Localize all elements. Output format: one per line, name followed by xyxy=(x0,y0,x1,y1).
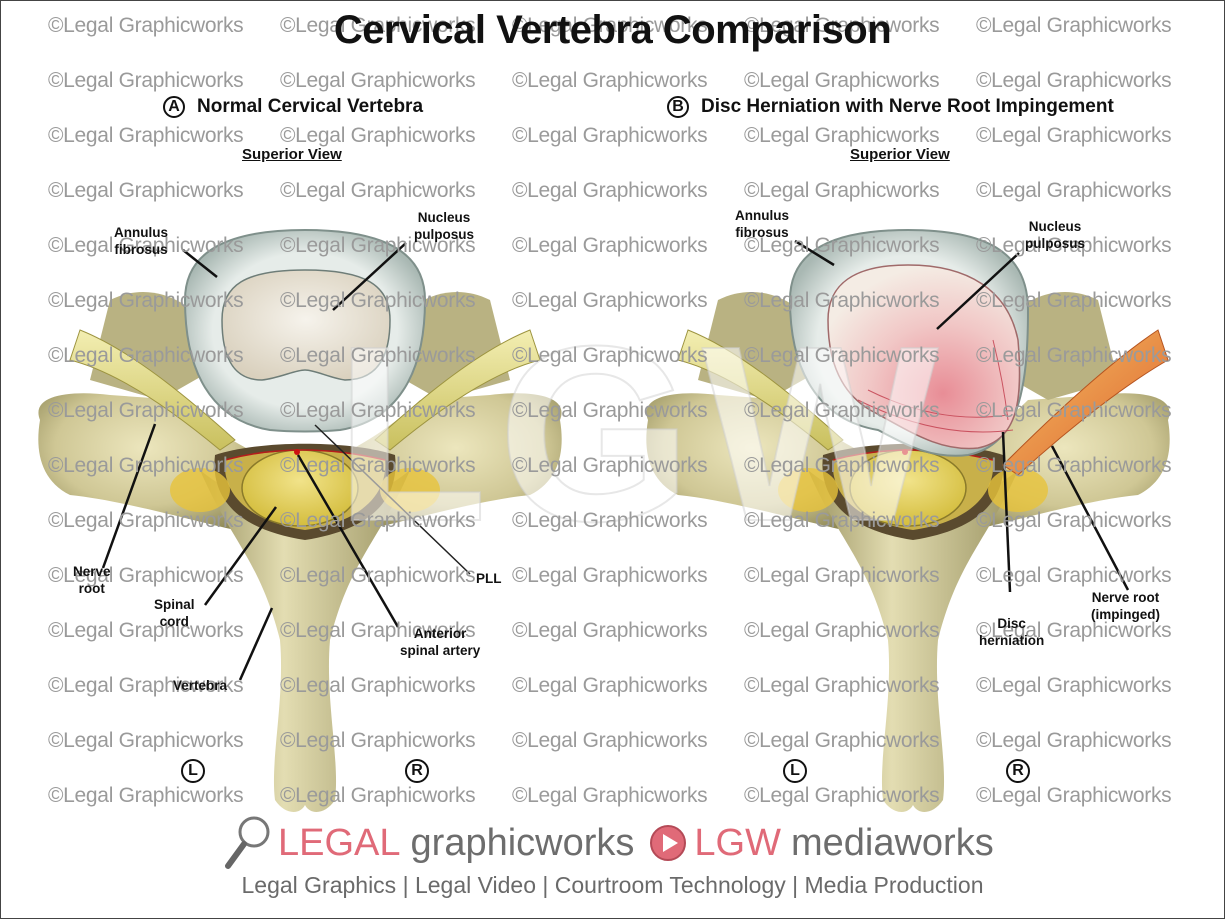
label-vertebra: Vertebra xyxy=(173,678,228,693)
label-annulus-fibrosus-b: Annulus fibrosus xyxy=(735,208,789,240)
panel-a-heading: A Normal Cervical Vertebra xyxy=(163,96,423,118)
brand-graphicworks: graphicworks xyxy=(410,821,635,864)
panel-a-heading-text: Normal Cervical Vertebra xyxy=(197,96,424,117)
leader-lines-a xyxy=(101,242,407,681)
panel-a-view-label: Superior View xyxy=(242,146,342,163)
brand-lgw: LGW xyxy=(694,821,781,864)
label-disc-herniation: Disc herniation xyxy=(979,616,1045,648)
footer-logo: LEGAL graphicworks LGW mediaworks xyxy=(222,814,994,872)
brand-mediaworks: mediaworks xyxy=(790,821,994,864)
lgw-watermark-overlay: LGW xyxy=(335,294,948,573)
left-side-marker-a: L xyxy=(181,759,205,783)
label-annulus-fibrosus-a: Annulus fibrosus xyxy=(114,225,168,257)
right-side-marker-b: R xyxy=(1006,759,1030,783)
brand-legal: LEGAL xyxy=(278,821,401,864)
panel-b-heading-text: Disc Herniation with Nerve Root Impingem… xyxy=(701,96,1114,117)
label-nucleus-pulposus-b: Nucleus pulposus xyxy=(1025,219,1085,251)
label-nucleus-pulposus-a: Nucleus pulposus xyxy=(414,210,474,242)
right-side-marker-a: R xyxy=(405,759,429,783)
magnifier-icon xyxy=(225,816,270,869)
panel-b-heading: B Disc Herniation with Nerve Root Imping… xyxy=(667,96,1114,118)
page-title: Cervical Vertebra Comparison xyxy=(333,8,892,52)
label-nerve-root-a: Nerve root xyxy=(73,564,111,596)
label-pll: PLL xyxy=(476,571,502,586)
label-nerve-root-impinged: Nerve root (impinged) xyxy=(1091,590,1160,622)
panel-b-view-label: Superior View xyxy=(850,146,950,163)
panel-b-vertebra xyxy=(645,228,1171,813)
leader-line-pll xyxy=(314,424,471,575)
left-side-marker-b: L xyxy=(783,759,807,783)
leader-lines-b xyxy=(794,239,1130,593)
footer-tagline: Legal Graphics | Legal Video | Courtroom… xyxy=(241,872,984,898)
play-icon xyxy=(650,825,687,861)
panel-a-badge: A xyxy=(163,96,185,118)
panel-b-badge: B xyxy=(667,96,689,118)
label-anterior-spinal-artery: Anterior spinal artery xyxy=(400,626,481,658)
label-spinal-cord: Spinal cord xyxy=(154,597,195,629)
